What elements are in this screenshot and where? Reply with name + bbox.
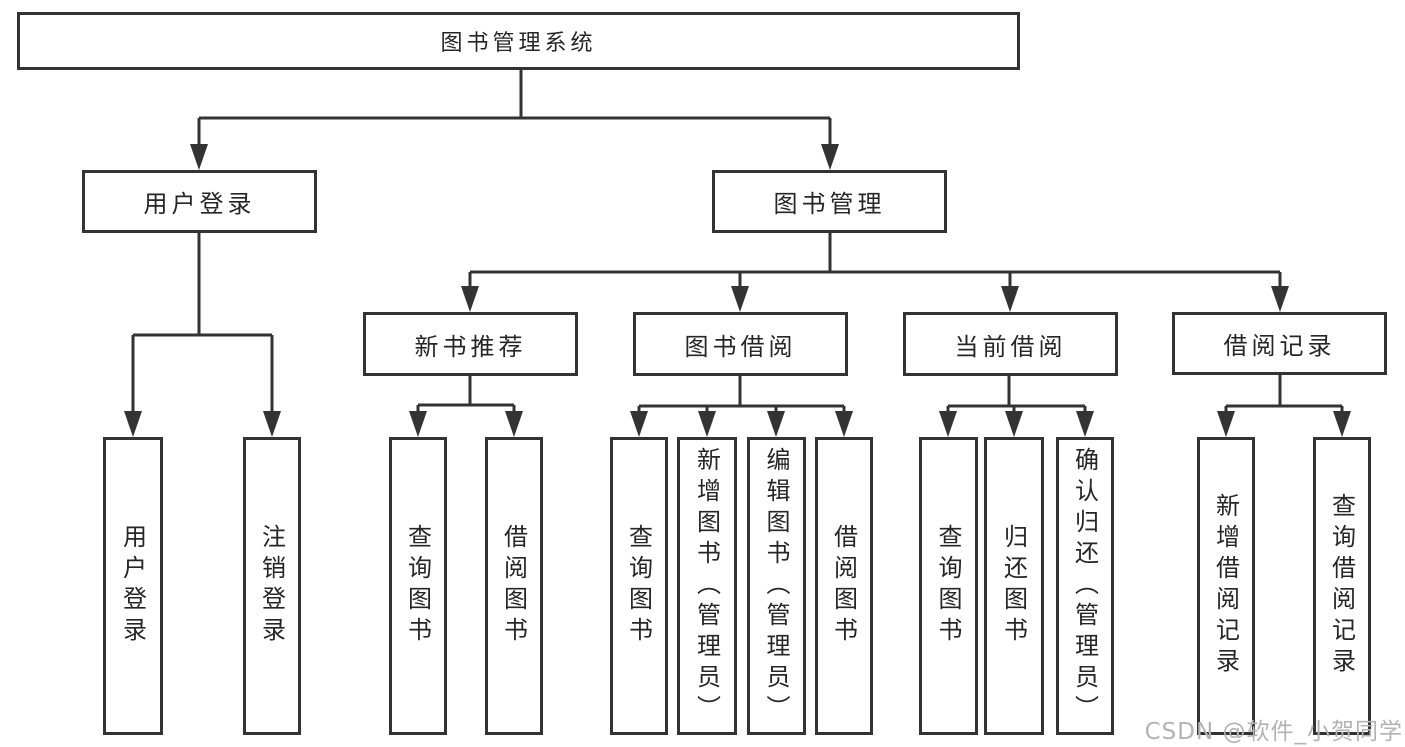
leaf-query-books-current-label: 查询图书	[934, 524, 962, 648]
leaf-borrow-books-recommend-label: 借阅图书	[499, 524, 528, 648]
leaf-query-books-current: 查询图书	[919, 437, 978, 735]
leaf-borrow-books-2-label: 借阅图书	[829, 524, 858, 648]
leaf-logout: 注销登录	[243, 437, 301, 735]
node-new-book-recommend-label: 新书推荐	[414, 332, 527, 361]
node-book-borrow-label: 图书借阅	[684, 332, 797, 361]
node-book-management-label: 图书管理	[773, 190, 886, 218]
leaf-query-books-borrow: 查询图书	[610, 437, 668, 735]
leaf-add-borrow-record-label: 新增借阅记录	[1211, 493, 1240, 679]
leaf-add-book-admin: 新增图书（管理员）	[677, 437, 737, 735]
node-borrow-records: 借阅记录	[1172, 312, 1387, 375]
leaf-edit-book-admin-label: 编辑图书（管理员）	[762, 446, 790, 726]
leaf-return-book-label: 归还图书	[999, 524, 1028, 648]
arrowheads	[124, 144, 1351, 437]
leaf-query-borrow-record: 查询借阅记录	[1313, 437, 1371, 735]
leaf-query-books-borrow-label: 查询图书	[624, 524, 653, 648]
leaf-query-books-recommend: 查询图书	[389, 437, 447, 735]
node-borrow-records-label: 借阅记录	[1223, 332, 1336, 360]
node-current-borrow: 当前借阅	[903, 312, 1118, 376]
leaf-query-borrow-record-label: 查询借阅记录	[1327, 493, 1356, 679]
leaf-add-borrow-record: 新增借阅记录	[1197, 437, 1255, 735]
node-book-management: 图书管理	[712, 170, 947, 233]
csdn-watermark: CSDN @软件_小贺同学	[1144, 719, 1403, 745]
node-current-borrow-label: 当前借阅	[954, 332, 1067, 361]
connector-strokes	[131, 70, 1344, 413]
node-book-borrow: 图书借阅	[633, 312, 848, 376]
leaf-user-login-label: 用户登录	[118, 524, 147, 648]
leaf-confirm-return-admin-label: 确认归还（管理员）	[1070, 446, 1099, 726]
leaf-logout-label: 注销登录	[257, 524, 286, 648]
leaf-edit-book-admin: 编辑图书（管理员）	[747, 437, 806, 735]
node-root-system: 图书管理系统	[17, 12, 1020, 70]
leaf-borrow-books-2: 借阅图书	[815, 437, 873, 735]
node-new-book-recommend: 新书推荐	[363, 312, 578, 376]
node-user-login-label: 用户登录	[143, 190, 256, 218]
leaf-user-login: 用户登录	[103, 437, 163, 735]
node-user-login: 用户登录	[82, 170, 317, 233]
leaf-confirm-return-admin: 确认归还（管理员）	[1056, 437, 1114, 735]
leaf-return-book: 归还图书	[984, 437, 1044, 735]
leaf-borrow-books-recommend: 借阅图书	[485, 437, 543, 735]
leaf-add-book-admin-label: 新增图书（管理员）	[692, 446, 721, 726]
leaf-query-books-recommend-label: 查询图书	[403, 524, 432, 648]
node-root-label: 图书管理系统	[440, 31, 597, 56]
